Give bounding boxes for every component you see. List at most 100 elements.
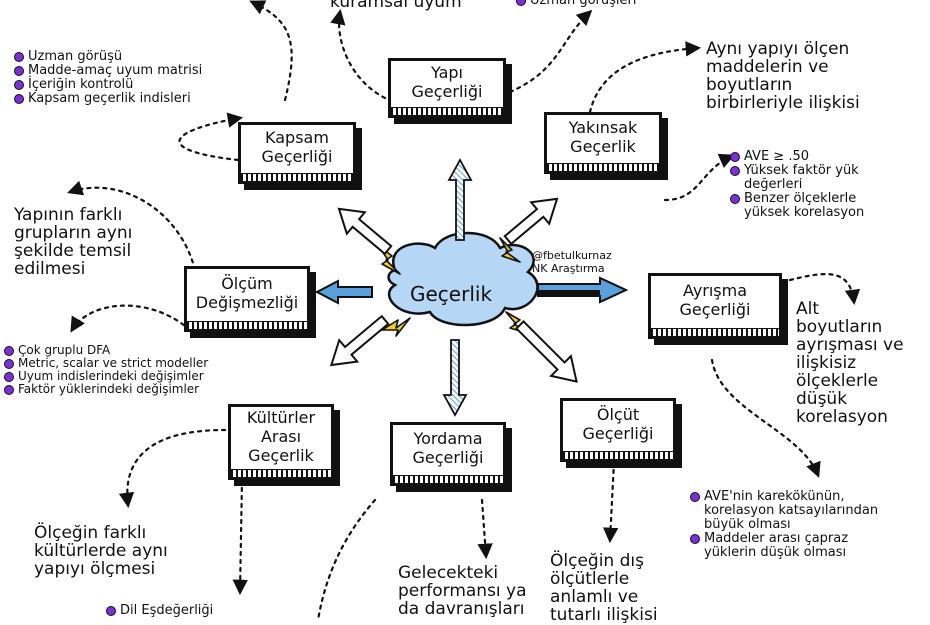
text-line: kültürlerde aynı [34, 541, 168, 561]
list-item-continued: büyük olması [704, 517, 791, 532]
arrow-to-olcum [314, 279, 373, 305]
box-line: Ayrışma [682, 281, 748, 300]
kapsam-methods-list: Uzman görüşü Madde-amaç uyum matrisi İçe… [14, 50, 202, 106]
text-line: tutarlı ilişkisi [550, 605, 658, 625]
text-line: Yapının farklı [14, 205, 123, 225]
text-line: ölçeklerle [796, 371, 879, 391]
box-line: Geçerliği [582, 424, 654, 443]
text-line: performansı ya [398, 581, 527, 601]
kuramsal-uyum-text: kuramsal uyum [330, 0, 462, 12]
text-line: ilişkisiz [796, 353, 857, 373]
list-item: İçeriğin kontrolü [14, 78, 202, 92]
arrow-to-yapi [447, 158, 473, 241]
box-line: Geçerliği [411, 82, 483, 101]
list-item: Kapsam geçerlik indisleri [14, 92, 202, 106]
text-line: şekilde temsil [14, 241, 132, 261]
text-line: grupların aynı [14, 223, 133, 243]
text-line: düşük [796, 389, 848, 409]
list-item: Maddeler arası çapraz [690, 532, 878, 546]
kulturler-description: Ölçeğin farklı kültürlerde aynı yapıyı ö… [34, 524, 168, 578]
box-line: Geçerlik [570, 137, 636, 156]
connector-yordama-left [316, 498, 377, 620]
connector-yordama-desc [477, 498, 493, 560]
text-line: korelasyon [796, 407, 888, 427]
bullet-icon [730, 194, 740, 204]
connector-yapi-top-left [249, 0, 293, 102]
list-item-text: Yüksek faktör yük [744, 163, 859, 178]
box-line: Yakınsak [568, 118, 638, 137]
list-item: Madde-amaç uyum matrisi [14, 64, 202, 78]
box-line: Ölçüm [221, 274, 273, 293]
connector-kapsam-list [178, 112, 244, 162]
arrow-to-yakinsak [503, 197, 559, 246]
list-item: Uzman görüşü [14, 50, 202, 64]
list-item: Metric, scalar ve strict modeller [4, 357, 208, 370]
connector-olcum-desc [67, 180, 197, 272]
connector-yapi-uzman [508, 9, 593, 94]
bullet-icon [690, 534, 700, 544]
text-line: boyutların [706, 75, 793, 95]
list-item-continued: yüklerin düşük olması [704, 545, 847, 560]
connector-kulturler-desc [118, 428, 227, 509]
arrow-to-kapsam [337, 207, 393, 256]
list-item: Uzman görüşleri [516, 0, 636, 8]
list-item: Çok gruplu DFA [4, 344, 208, 357]
arrow-to-ayrisma [537, 276, 629, 304]
olcum-methods-list: Çok gruplu DFA Metric, scalar ve strict … [4, 344, 208, 396]
uzman-gorusleri-list: Uzman görüşleri [516, 0, 636, 8]
arrow-to-olcut [515, 320, 578, 383]
text-line: da davranışları [398, 599, 525, 619]
credit-handle: @fbetulkurnaz [532, 249, 612, 262]
text-line: Aynı yapıyı ölçen [706, 39, 850, 59]
kulturler-methods-list: Dil Eşdeğerliği [106, 604, 213, 618]
list-item: AVE ≥ .50 [730, 150, 864, 164]
yakinsak-criteria-list: AVE ≥ .50 Yüksek faktör yük değerleri Be… [730, 150, 864, 220]
olcum-description: Yapının farklı grupların aynı şekilde te… [14, 206, 132, 278]
box-line: Geçerliği [412, 448, 484, 467]
arrow-to-yordama [442, 339, 468, 417]
text-line: maddelerin ve [706, 57, 829, 77]
list-item: Uyum indislerindeki değişimler [4, 370, 208, 383]
connector-olcut-desc [602, 460, 619, 544]
text-line: boyutların [796, 317, 883, 337]
yordama-description: Gelecekteki performansı ya da davranışla… [398, 564, 527, 618]
text-line: ayrışması ve [796, 335, 904, 355]
lightning-bolt-icon [381, 317, 411, 337]
list-item-text: Benzer ölçeklerle [744, 191, 857, 206]
bullet-icon [730, 152, 740, 162]
connector-ayrisma-desc [788, 273, 861, 306]
box-line: Değişmezliği [195, 293, 299, 312]
text-line: Alt [796, 299, 820, 319]
credit-org: NK Araştırma [532, 262, 605, 275]
text-line: Ölçeğin farklı [34, 523, 147, 543]
list-item-text: AVE'nin karekökünün, [704, 489, 845, 504]
list-item: Faktör yüklerindeki değişimler [4, 383, 208, 396]
list-item: Dil Eşdeğerliği [106, 604, 213, 618]
connector-yakinsak-desc [588, 41, 702, 114]
text-line: Ölçeğin dış [550, 551, 644, 571]
text-line: birbirleriyle ilişkisi [706, 93, 860, 113]
connector-yapi-kuramsal [330, 8, 387, 100]
list-item-continued: değerleri [744, 177, 803, 192]
lightning-bolt-icon [499, 237, 521, 263]
text-line: ölçütlerle [550, 569, 630, 589]
arrow-to-kulturler [329, 314, 390, 367]
connector-olcum-list [70, 304, 192, 333]
text-line: yapıyı ölçmesi [34, 559, 156, 579]
connector-kulturler-list [232, 478, 248, 596]
list-item: AVE'nin karekökünün, [690, 490, 878, 504]
box-line: Kapsam [265, 128, 329, 147]
bullet-icon [690, 492, 700, 502]
list-item-continued: yüksek korelasyon [744, 205, 865, 220]
list-item: Yüksek faktör yük [730, 164, 864, 178]
ayrisma-criteria-list: AVE'nin karekökünün, korelasyon katsayıl… [690, 490, 878, 560]
text-line: anlamlı ve [550, 587, 639, 607]
box-line: Geçerlik [248, 445, 314, 465]
list-item: Benzer ölçeklerle [730, 192, 864, 206]
